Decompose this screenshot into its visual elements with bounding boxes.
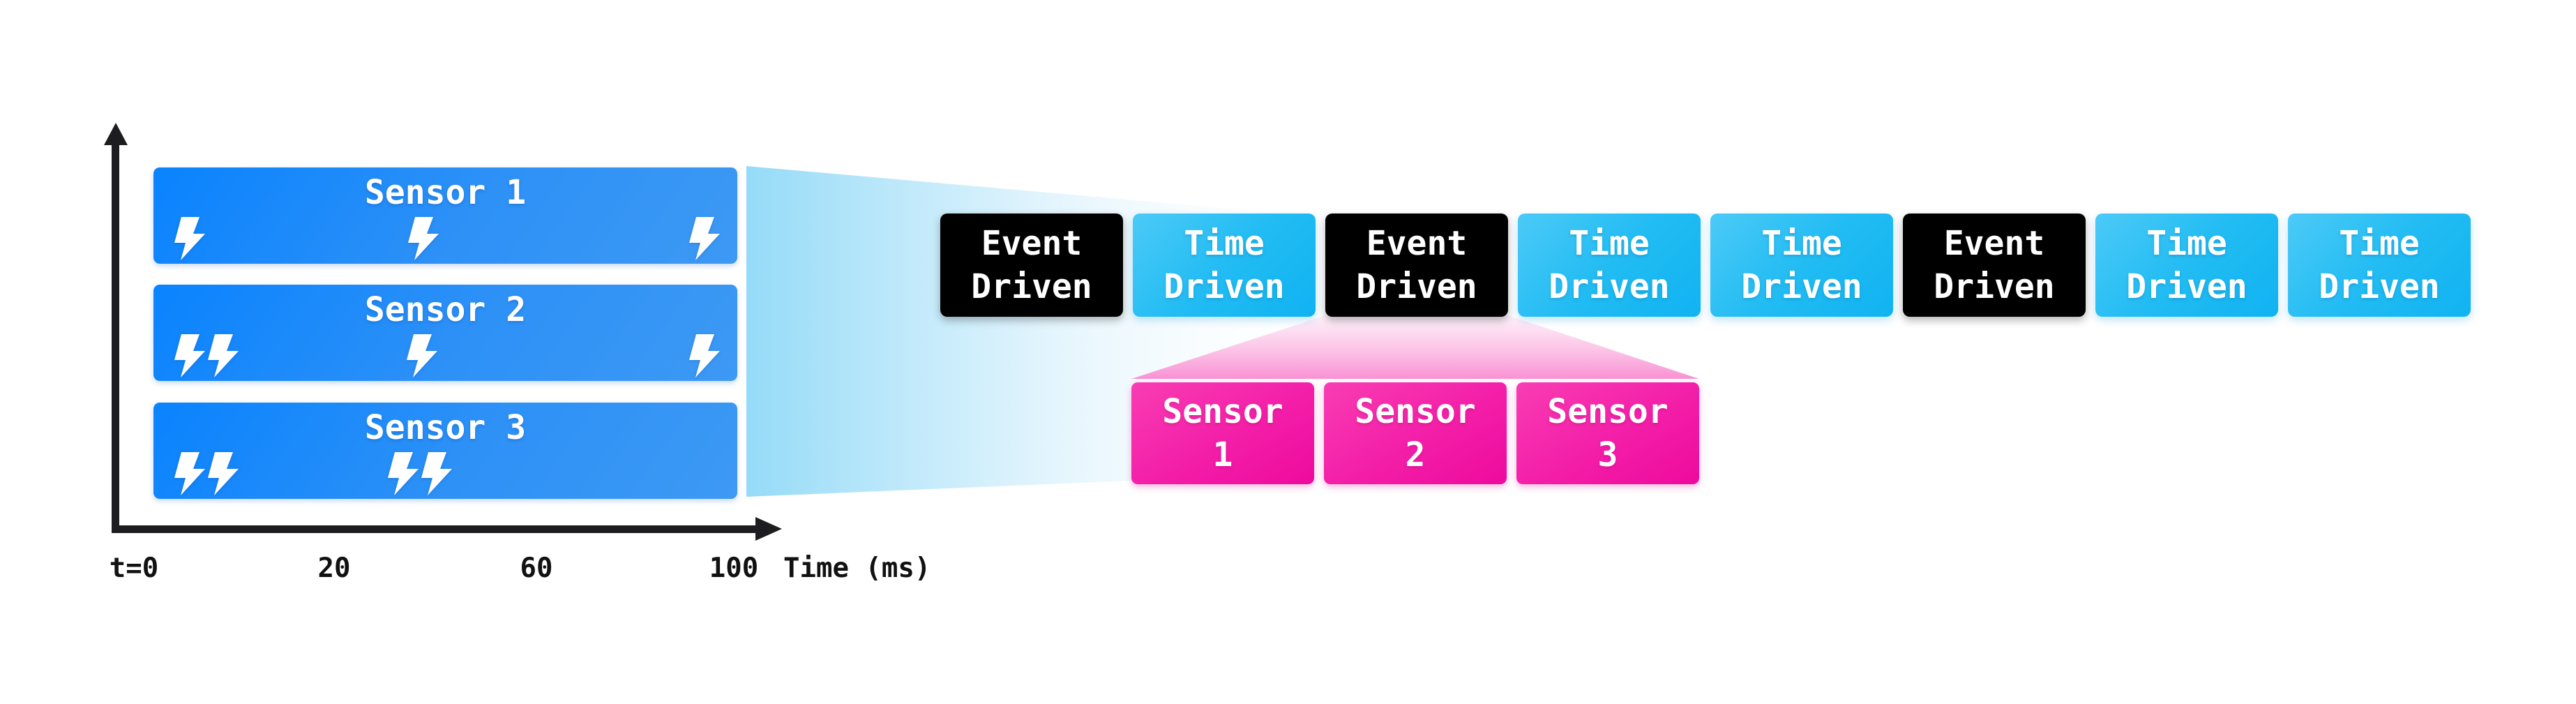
expansion-sensor-block-2: Sensor 2 <box>1324 382 1507 484</box>
lightning-bolt-icon <box>407 334 437 377</box>
sensor-bar-label: Sensor 1 <box>364 173 527 212</box>
lightning-bolt-icon <box>408 217 439 260</box>
block-label-line1: Sensor <box>1162 392 1283 431</box>
sensor-bar-1: Sensor 1 <box>153 167 737 264</box>
lightning-bolt-icon <box>388 452 419 495</box>
sensor-bar-label: Sensor 2 <box>364 290 527 329</box>
block-label-line2: 1 <box>1212 435 1233 474</box>
block-label-line2: Driven <box>1163 267 1285 306</box>
sensor-bar-2: Sensor 2 <box>153 285 737 381</box>
expansion-sensor-block-3: Sensor 3 <box>1516 382 1699 484</box>
y-axis <box>112 140 119 533</box>
x-axis-tick-60: 60 <box>520 553 553 584</box>
block-label-line1: Sensor <box>1547 392 1669 431</box>
x-axis <box>112 525 755 533</box>
lightning-bolt-icon <box>174 452 205 495</box>
block-label-line2: Driven <box>2319 267 2440 306</box>
block-label-line1: Sensor <box>1355 392 1476 431</box>
block-label-line1: Event <box>1366 224 1468 263</box>
expansion-sensor-block-1: Sensor 1 <box>1131 382 1314 484</box>
lightning-bolt-icon <box>421 452 452 495</box>
lightning-bolt-icon <box>689 217 720 260</box>
lightning-bolt-icon <box>689 334 720 377</box>
block-label-line1: Time <box>1184 224 1265 263</box>
sensor-bar-3: Sensor 3 <box>153 403 737 499</box>
block-label-line2: Driven <box>1741 267 1862 306</box>
block-label-line2: Driven <box>1549 267 1670 306</box>
block-label-line1: Time <box>1761 224 1842 263</box>
x-axis-title: Time (ms) <box>783 553 931 584</box>
block-label-line2: 2 <box>1405 435 1426 474</box>
block-label-line1: Time <box>2339 224 2420 263</box>
x-axis-tick-t0: t=0 <box>109 553 159 584</box>
block-label-line2: Driven <box>971 267 1092 306</box>
lightning-bolt-icon <box>174 334 205 377</box>
x-axis-arrowhead-icon <box>755 517 782 541</box>
block-label-line2: Driven <box>1934 267 2055 306</box>
block-label-line2: Driven <box>1356 267 1477 306</box>
block-label-line1: Event <box>1943 224 2045 263</box>
lightning-bolt-icon <box>208 452 239 495</box>
lightning-bolt-icon <box>208 334 239 377</box>
x-axis-tick-20: 20 <box>317 553 351 584</box>
sensor-bar-label: Sensor 3 <box>364 408 527 447</box>
x-axis-tick-100: 100 <box>709 553 759 584</box>
block-label-line1: Time <box>1569 224 1650 263</box>
block-label-line1: Event <box>981 224 1083 263</box>
block-label-line1: Time <box>2146 224 2227 263</box>
block-label-line2: Driven <box>2126 267 2247 306</box>
lightning-bolt-icon <box>174 217 205 260</box>
block-label-line2: 3 <box>1597 435 1618 474</box>
